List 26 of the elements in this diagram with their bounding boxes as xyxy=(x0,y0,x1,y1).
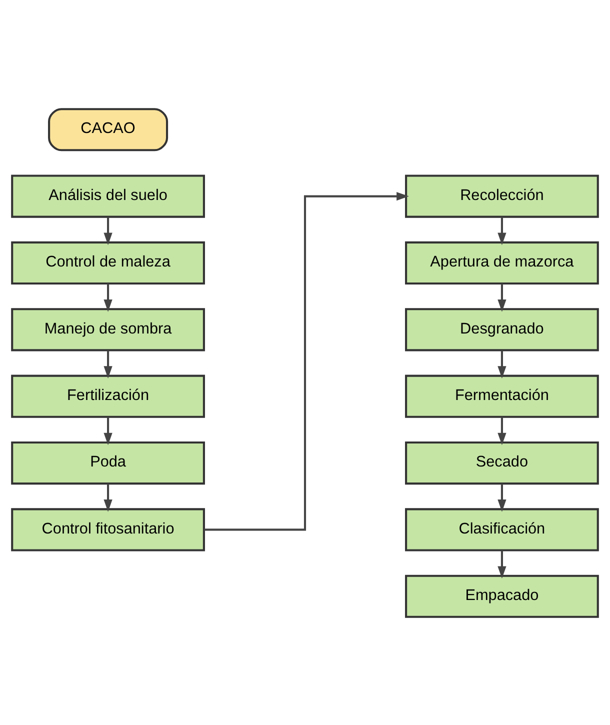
node-box: Fertilización xyxy=(11,374,205,418)
arrow xyxy=(104,416,112,445)
node-box: Clasificación xyxy=(405,508,599,551)
node-box: Manejo de sombra xyxy=(11,308,205,351)
node-box: Control de maleza xyxy=(11,240,205,284)
arrow xyxy=(104,350,112,378)
node-box: Análisis del suelo xyxy=(11,174,205,218)
node-box: Poda xyxy=(11,440,205,484)
arrow xyxy=(498,283,506,312)
arrow xyxy=(104,283,112,312)
arrow xyxy=(104,483,112,512)
arrow xyxy=(204,191,409,530)
node-box: CACAO xyxy=(48,108,168,151)
arrow xyxy=(498,550,506,578)
arrow xyxy=(498,416,506,445)
node-box: Secado xyxy=(405,440,599,484)
node-box: Apertura de mazorca xyxy=(405,240,599,284)
node-box: Empacado xyxy=(405,574,599,618)
arrow xyxy=(498,350,506,378)
node-box: Recolección xyxy=(405,174,599,218)
arrow xyxy=(498,483,506,512)
node-box: Fermentación xyxy=(405,374,599,418)
node-box: Desgranado xyxy=(405,308,599,351)
node-box: Control fitosanitario xyxy=(11,508,205,551)
arrow xyxy=(104,216,112,245)
arrow xyxy=(498,216,506,245)
